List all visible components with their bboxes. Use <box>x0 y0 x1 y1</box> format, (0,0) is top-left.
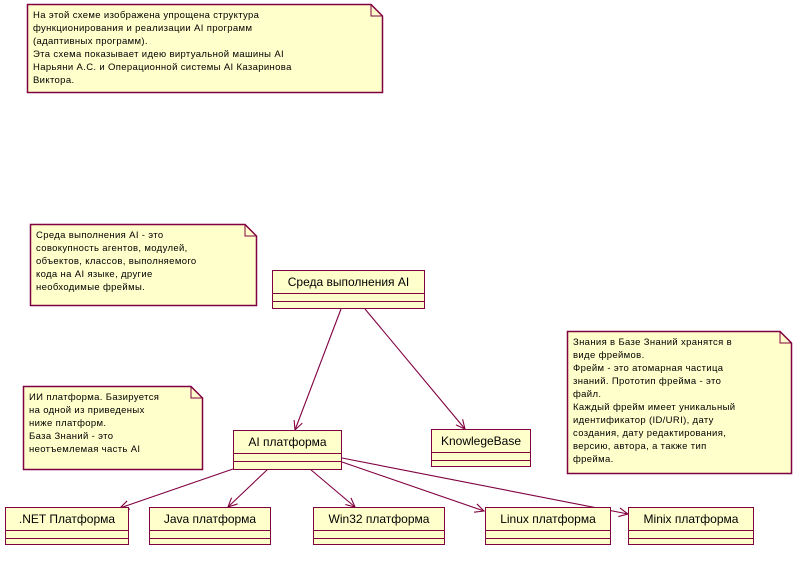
class-minix-platform[interactable]: Minix платформа <box>628 507 754 545</box>
class-attributes <box>486 531 610 539</box>
note-description[interactable]: На этой схеме изображена упрощена структ… <box>26 3 384 94</box>
dependency-line <box>309 468 356 508</box>
note-fold <box>244 224 257 237</box>
class-dotnet-platform[interactable]: .NET Платформа <box>5 507 129 545</box>
dependency-line <box>364 308 466 430</box>
class-knowledge-base[interactable]: KnowlegeBase <box>431 429 531 467</box>
dependency-line <box>341 457 629 515</box>
dependency-arrow-ai-platform-to-linux <box>341 461 486 513</box>
class-operations <box>234 462 341 470</box>
class-win32-platform[interactable]: Win32 платформа <box>313 507 445 545</box>
arrowhead <box>474 503 486 513</box>
class-attributes <box>6 531 128 539</box>
note-shape <box>29 223 258 307</box>
class-name: .NET Платформа <box>6 508 128 531</box>
note-body <box>29 223 258 307</box>
note-text: На этой схеме изображена упрощена структ… <box>33 10 292 86</box>
note-fold <box>190 386 203 399</box>
note-shape <box>22 385 204 471</box>
class-name: Linux платформа <box>486 508 610 531</box>
class-attributes <box>314 531 444 539</box>
class-attributes <box>273 294 424 302</box>
class-name: Win32 платформа <box>314 508 444 531</box>
class-name: AI платформа <box>234 431 341 454</box>
dependency-line <box>294 308 342 431</box>
note-runtime-description[interactable]: Среда выполнения AI - это совокупность а… <box>29 223 258 307</box>
dependency-line <box>341 461 485 512</box>
class-attributes <box>150 531 270 539</box>
class-name: Среда выполнения AI <box>273 271 424 294</box>
note-body <box>22 385 204 471</box>
class-name: Java платформа <box>150 508 270 531</box>
class-operations <box>150 539 270 547</box>
class-operations <box>314 539 444 547</box>
class-attributes <box>234 454 341 462</box>
class-operations <box>629 539 753 547</box>
dependency-arrow-runtime-to-knowledge-base <box>364 308 466 430</box>
class-operations <box>486 539 610 547</box>
dependency-arrow-runtime-to-ai-platform <box>293 308 342 432</box>
class-name: Minix платформа <box>629 508 753 531</box>
note-shape <box>566 330 793 475</box>
note-platform-description[interactable]: ИИ платформа. Базируется на одной из при… <box>22 385 204 471</box>
class-operations <box>6 539 128 547</box>
note-text: ИИ платформа. Базируется на одной из при… <box>29 392 160 455</box>
note-knowledge-description[interactable]: Знания в Базе Знаний хранятся в виде фре… <box>566 330 793 475</box>
class-operations <box>432 461 530 469</box>
note-body <box>26 3 384 94</box>
class-runtime[interactable]: Среда выполнения AI <box>272 270 425 309</box>
note-text: Среда выполнения AI - это совокупность а… <box>36 230 197 293</box>
dependency-line <box>119 468 234 509</box>
class-operations <box>273 302 424 310</box>
class-attributes <box>432 453 530 461</box>
dependency-line <box>227 468 269 508</box>
class-attributes <box>629 531 753 539</box>
dependency-arrow-ai-platform-to-java <box>227 468 269 508</box>
class-linux-platform[interactable]: Linux платформа <box>485 507 611 545</box>
class-ai-platform[interactable]: AI платформа <box>233 430 342 470</box>
class-java-platform[interactable]: Java платформа <box>149 507 271 545</box>
dependency-arrow-ai-platform-to-win32 <box>309 468 356 508</box>
note-body <box>566 330 793 475</box>
class-name: KnowlegeBase <box>432 430 530 453</box>
note-text: Знания в Базе Знаний хранятся в виде фре… <box>573 337 736 465</box>
note-shape <box>26 3 384 94</box>
note-fold <box>370 4 383 17</box>
note-fold <box>779 331 792 344</box>
dependency-arrow-ai-platform-to-dotnet <box>118 468 234 510</box>
